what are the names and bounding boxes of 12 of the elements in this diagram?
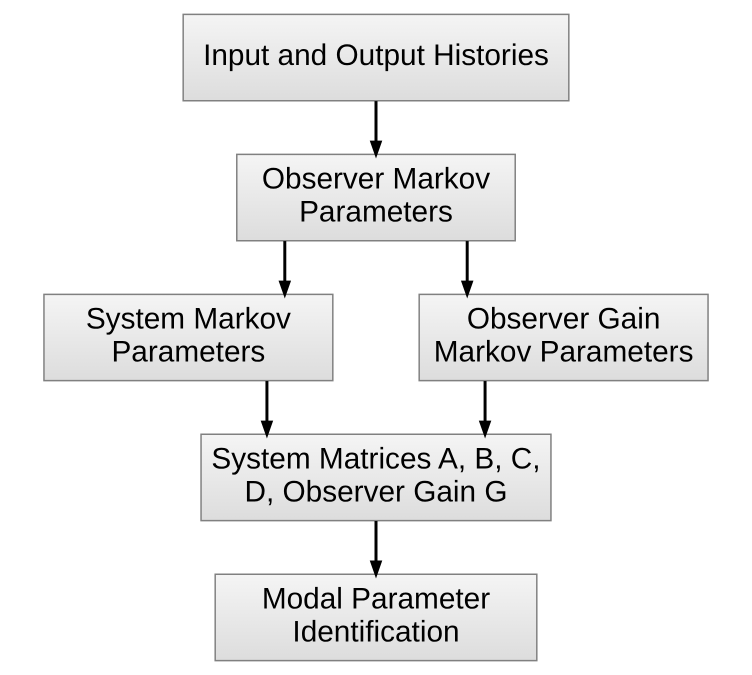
node-box: System Matrices A, B, C, D, Observer Gain G <box>200 434 552 522</box>
arrow <box>278 241 292 299</box>
node-box: Observer Gain Markov Parameters <box>418 294 709 382</box>
node-box: Observer Markov Parameters <box>236 154 516 242</box>
arrow <box>460 241 474 299</box>
arrow <box>478 381 492 438</box>
node-box: System Markov Parameters <box>43 294 334 382</box>
node-box: Modal Parameter Identification <box>214 574 538 662</box>
arrow <box>370 521 382 578</box>
arrow <box>260 381 274 438</box>
node-box: Input and Output Histories <box>182 14 570 102</box>
arrow <box>370 101 382 159</box>
